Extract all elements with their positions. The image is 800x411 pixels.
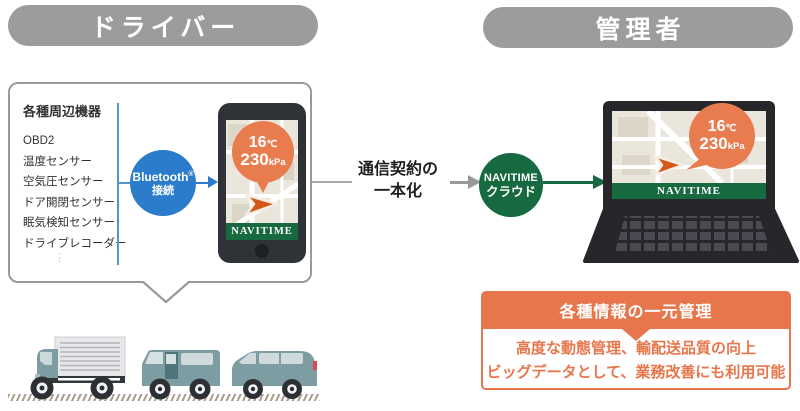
bluetooth-connector-line <box>119 181 133 184</box>
phone-navitime-bar: NAVITIME <box>226 223 298 240</box>
laptop-navitime-bar: NAVITIME <box>612 183 766 199</box>
pressure-reading: 230kPa <box>240 150 286 170</box>
cloud-label-brand: NAVITIME <box>483 171 539 184</box>
bluetooth-sublabel: 接続 <box>152 185 174 197</box>
manager-header-label: 管理者 <box>595 15 686 44</box>
summary-line-2: ビッグデータとして、業務改善にも利用可能 <box>486 364 786 381</box>
phone-status-badge: 16℃ 230kPa <box>232 121 294 183</box>
driver-header-label: ドライバー <box>90 13 241 42</box>
bluetooth-node: Bluetooth® 接続 <box>130 150 196 216</box>
cloud-label-text: クラウド <box>485 184 536 199</box>
bluetooth-label: Bluetooth® <box>132 170 194 184</box>
cloud-arrow-head <box>468 174 481 189</box>
bluetooth-arrow-head <box>208 176 218 188</box>
device-item: 温度センサー <box>23 155 92 168</box>
manager-header: 管理者 <box>483 7 793 48</box>
device-item: ドライブレコーダー <box>23 237 127 250</box>
bluetooth-arrow-line <box>196 181 209 184</box>
contract-text: 通信契約の 一本化 <box>357 161 438 200</box>
driver-header: ドライバー <box>8 5 318 46</box>
temperature-reading: 16℃ <box>707 117 737 135</box>
device-item: ドア開閉センサー <box>23 196 115 209</box>
summary-box-pointer <box>622 329 650 341</box>
summary-box-header: 各種情報の一元管理 <box>481 291 791 329</box>
laptop-arrow-line <box>543 181 595 184</box>
driver-panel-tail <box>141 281 191 304</box>
phone-navitime-logo: NAVITIME <box>231 226 293 237</box>
minivan-icon <box>232 351 317 399</box>
device-item: OBD2 <box>23 135 55 147</box>
summary-line-1: 高度な動態管理、輸配送品質の向上 <box>515 340 756 357</box>
device-item: 眠気検知センサー <box>23 217 115 230</box>
truck-icon <box>30 336 126 400</box>
temperature-reading: 16℃ <box>248 133 278 151</box>
device-bus-line <box>117 103 119 265</box>
laptop-location-arrow-icon <box>653 154 685 177</box>
device-list: OBD2 温度センサー 空気圧センサー ドア開閉センサー 眠気検知センサー ドラ… <box>23 131 127 255</box>
device-item: 空気圧センサー <box>23 176 104 189</box>
vehicles <box>30 336 317 400</box>
laptop-navitime-logo: NAVITIME <box>656 185 722 197</box>
peripheral-devices-heading: 各種周辺機器 <box>23 104 102 119</box>
laptop-status-badge: 16℃ 230kPa <box>689 103 755 169</box>
summary-box-title: 各種情報の一元管理 <box>559 304 713 321</box>
pressure-reading: 230kPa <box>699 134 745 154</box>
cloud-arrow-line <box>450 181 470 184</box>
phone-home-button <box>255 244 269 258</box>
navitime-cloud-node: NAVITIME クラウド <box>479 153 543 217</box>
panel-connector-line <box>312 181 352 183</box>
laptop-base <box>583 209 799 263</box>
van-icon <box>142 350 220 400</box>
phone-location-arrow-icon <box>244 193 279 217</box>
more-devices-indicator: ⋮ <box>54 252 65 264</box>
